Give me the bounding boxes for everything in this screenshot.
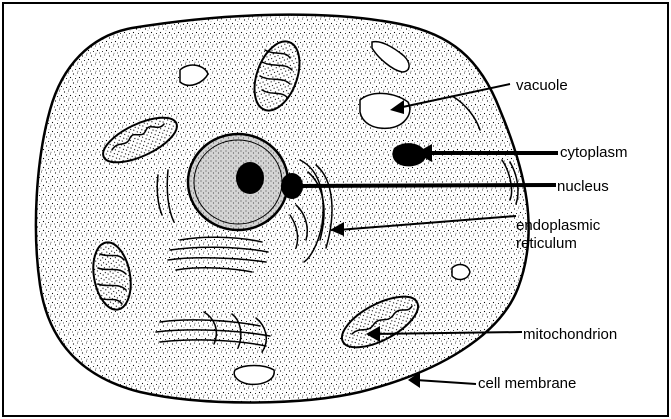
vacuole-small-right [452, 265, 470, 280]
label-reticulum: reticulum [516, 235, 577, 252]
label-nucleus: nucleus [557, 178, 609, 195]
label-endoplasmic: endoplasmic [516, 217, 601, 234]
label-vacuole: vacuole [516, 77, 568, 94]
pointer-nucleus [298, 185, 556, 186]
label-cell-membrane: cell membrane [478, 375, 576, 392]
label-cytoplasm: cytoplasm [560, 144, 628, 161]
label-mitochondrion: mitochondrion [523, 326, 617, 343]
vacuole-bottom [234, 366, 274, 385]
pointer-cell-membrane [408, 372, 476, 388]
nucleolus [236, 162, 264, 194]
